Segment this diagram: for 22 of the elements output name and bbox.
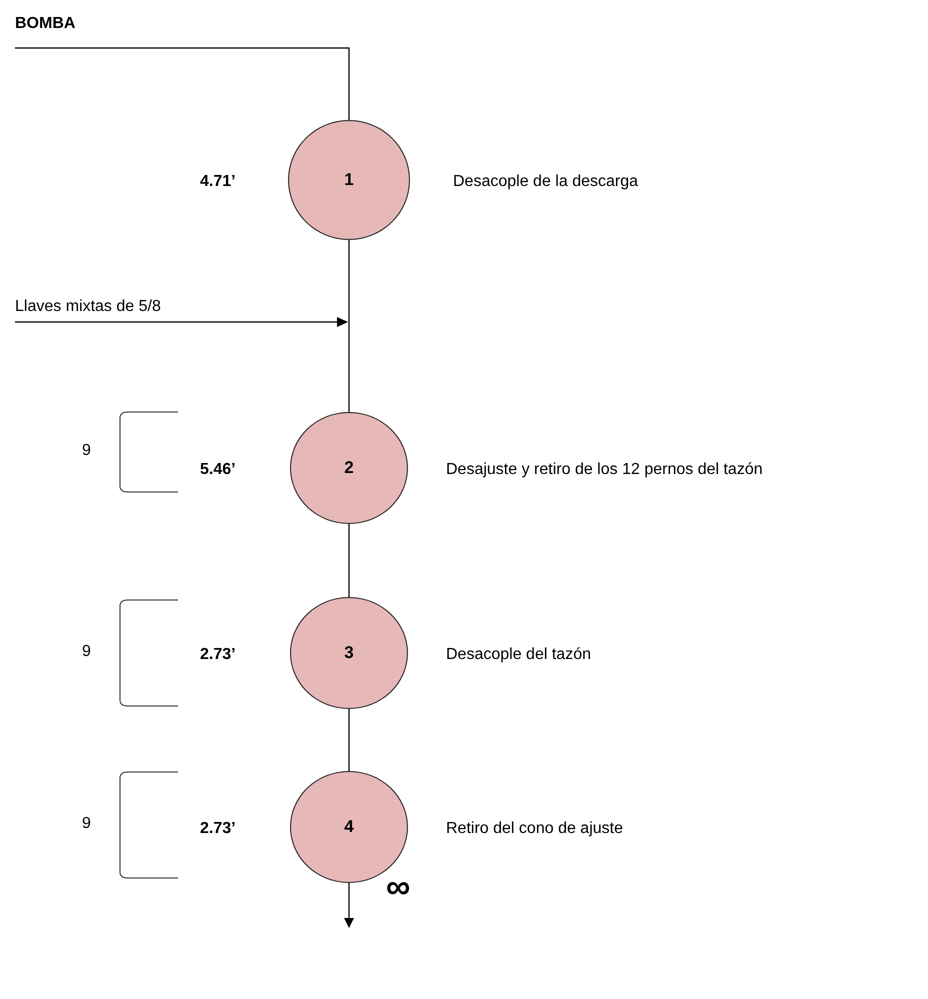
time-label: 2.73’: [200, 646, 236, 664]
quantity-label: 9: [82, 442, 91, 460]
title: BOMBA: [15, 15, 76, 33]
flow-line: [15, 47, 350, 120]
flow-line: [348, 524, 350, 597]
time-label: 5.46’: [200, 461, 236, 479]
flow-line: [344, 883, 354, 928]
operation-circle: 1: [288, 120, 410, 240]
flow-line: [348, 709, 350, 771]
operation-label: Desacople de la descarga: [453, 173, 638, 191]
material-label: Llaves mixtas de 5/8: [15, 298, 161, 316]
operation-circle: 2: [290, 412, 408, 524]
operation-label: Desajuste y retiro de los 12 pernos del tazón: [446, 461, 763, 479]
time-label: 4.71’: [200, 173, 236, 191]
quantity-label: 9: [82, 815, 91, 833]
operation-circle: 3: [290, 597, 408, 709]
flow-line: [348, 240, 350, 412]
time-label: 2.73’: [200, 820, 236, 838]
operation-label: Desacople del tazón: [446, 646, 591, 664]
operation-circle: 4: [290, 771, 408, 883]
operation-label: Retiro del cono de ajuste: [446, 820, 623, 838]
quantity-label: 9: [82, 643, 91, 661]
